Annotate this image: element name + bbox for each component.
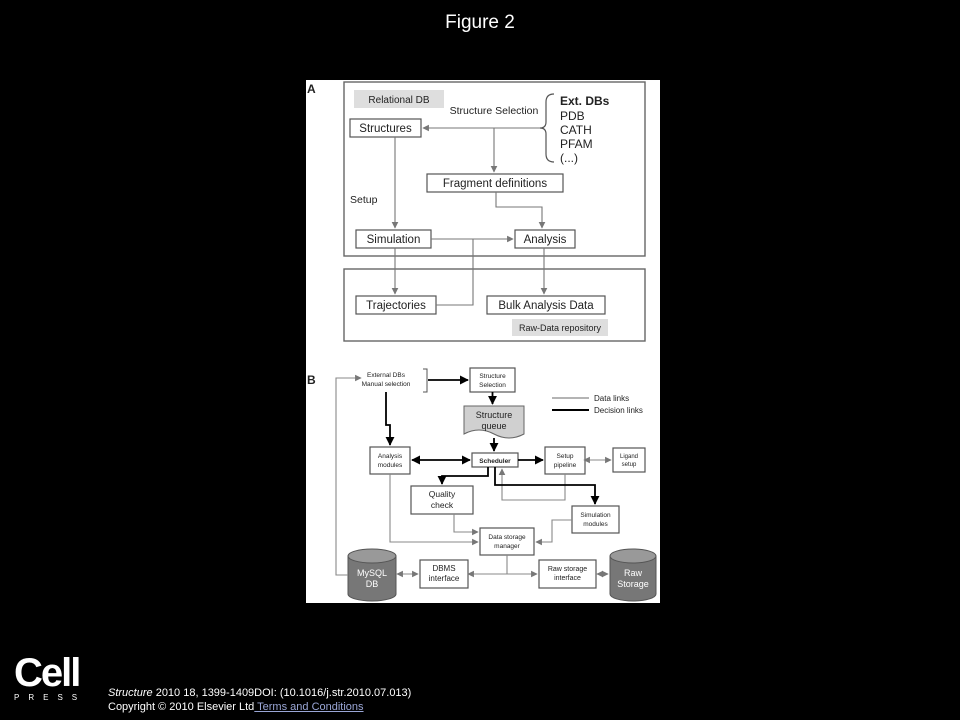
ext-dbs-bracket xyxy=(539,93,555,163)
ext-db-more: (...) xyxy=(560,151,578,165)
quality-check-line2: check xyxy=(431,500,454,510)
simulation-modules-line2: modules xyxy=(583,521,608,528)
raw-data-repository-tag xyxy=(512,319,608,336)
mysql-db-node xyxy=(347,548,397,602)
analysis-label: Analysis xyxy=(524,234,567,246)
terms-link[interactable]: Terms and Conditions xyxy=(254,701,364,713)
dbms-interface-line2: interface xyxy=(429,574,460,583)
copyright-text: Copyright © 2010 Elsevier Ltd xyxy=(108,701,255,713)
citation-line: Structure 2010 18, 1399-1409DOI: (10.101… xyxy=(108,686,411,700)
raw-storage-line2: Storage xyxy=(617,579,649,589)
raw-data-region xyxy=(343,268,646,342)
figure-panel: A Relational DB Structure Selection Ext.… xyxy=(306,80,660,603)
cell-logo-word: Cell xyxy=(14,651,81,695)
mysql-db-line2: DB xyxy=(366,579,379,589)
figure-title: Figure 2 xyxy=(445,12,515,33)
simulation-modules-line1: Simulation xyxy=(580,512,611,519)
structure-selection-line1: Structure xyxy=(479,373,506,380)
simulation-label: Simulation xyxy=(367,234,421,246)
raw-data-repository-label: Raw-Data repository xyxy=(519,323,602,333)
citation-footer: Structure 2010 18, 1399-1409DOI: (10.101… xyxy=(108,686,411,714)
simulation-modules-node xyxy=(571,505,620,534)
analysis-modules-node xyxy=(369,446,411,475)
structure-selection-node xyxy=(469,367,516,393)
raw-storage-interface-node xyxy=(538,559,597,589)
setup-pipeline-line1: Setup xyxy=(557,453,574,460)
data-storage-manager-line2: manager xyxy=(494,543,520,550)
ext-db-pfam: PFAM xyxy=(560,137,593,151)
analysis-modules-line2: modules xyxy=(378,462,403,469)
external-dbs-bracket xyxy=(423,368,428,393)
raw-storage-interface-line2: interface xyxy=(554,575,581,582)
bulk-analysis-data-node xyxy=(486,295,606,315)
raw-storage-node xyxy=(609,548,657,602)
bulk-analysis-data-label: Bulk Analysis Data xyxy=(498,300,594,312)
relational-db-label: Relational DB xyxy=(368,95,429,106)
relational-db-tag xyxy=(354,90,444,108)
ligand-setup-line1: Ligand xyxy=(620,454,638,460)
panel-b-letter: B xyxy=(307,373,316,387)
data-storage-manager-line1: Data storage xyxy=(488,534,526,541)
setup-pipeline-node xyxy=(544,446,586,475)
data-links-legend-label: Data links xyxy=(594,394,629,403)
ligand-setup-line2: setup xyxy=(622,462,637,468)
ext-db-cath: CATH xyxy=(560,123,592,137)
data-storage-manager-node xyxy=(479,527,535,556)
fragment-definitions-label: Fragment definitions xyxy=(443,178,547,190)
panel-a-letter: A xyxy=(307,82,316,96)
quality-check-node xyxy=(410,485,474,515)
data-links xyxy=(335,374,612,578)
structure-selection-line2: Selection xyxy=(479,382,506,389)
structure-queue-node xyxy=(463,405,525,439)
ext-dbs-heading: Ext. DBs xyxy=(560,94,610,108)
raw-storage-interface-line1: Raw storage xyxy=(548,566,587,573)
copyright-line: Copyright © 2010 Elsevier Ltd Terms and … xyxy=(108,700,411,714)
structures-label: Structures xyxy=(359,123,412,135)
structure-selection-label: Structure Selection xyxy=(450,105,539,117)
decision-links xyxy=(385,375,600,505)
cell-logo-press: PRESS xyxy=(14,693,87,702)
scheduler-label: Scheduler xyxy=(479,458,511,465)
external-dbs-label: External DBs xyxy=(367,372,406,379)
dbms-interface-line1: DBMS xyxy=(432,564,455,573)
analysis-node xyxy=(514,229,576,249)
manual-selection-label: Manual selection xyxy=(362,381,411,388)
dbms-interface-node xyxy=(419,559,469,589)
panel-a-arrows xyxy=(391,124,548,306)
structure-queue-line1: Structure xyxy=(476,410,513,420)
ext-db-pdb: PDB xyxy=(560,109,585,123)
structure-queue-line2: queue xyxy=(481,421,506,431)
setup-label: Setup xyxy=(350,194,378,206)
trajectories-label: Trajectories xyxy=(366,300,426,312)
quality-check-line1: Quality xyxy=(429,489,456,499)
cell-press-logo: Cell PRESS xyxy=(14,651,87,702)
raw-storage-line1: Raw xyxy=(624,568,643,578)
ligand-setup-node xyxy=(612,447,646,473)
mysql-db-line1: MySQL xyxy=(357,568,387,578)
setup-pipeline-line2: pipeline xyxy=(554,462,577,469)
structures-node xyxy=(349,118,422,138)
relational-db-region xyxy=(343,81,646,257)
workflow-diagram: A Relational DB Structure Selection Ext.… xyxy=(307,81,657,602)
analysis-modules-line1: Analysis xyxy=(378,453,403,460)
journal-name: Structure xyxy=(108,687,153,699)
fragment-definitions-node xyxy=(426,173,564,193)
decision-links-legend-label: Decision links xyxy=(594,406,643,415)
citation-text: 2010 18, 1399-1409DOI: (10.1016/j.str.20… xyxy=(152,687,412,699)
